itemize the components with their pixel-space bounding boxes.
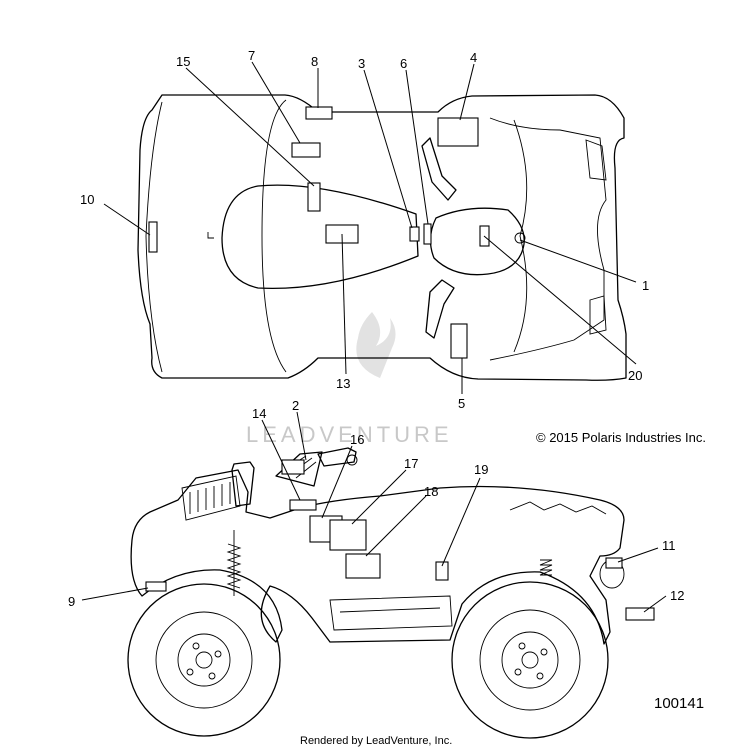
- decal-18: [345, 553, 381, 579]
- callouts-side: 2 14 16 17 18 19 9 11 12: [68, 398, 684, 609]
- decal-19: [435, 561, 449, 581]
- leader-lines-top: [103, 61, 637, 394]
- decal-9: [145, 581, 167, 592]
- decal-3: [409, 226, 420, 242]
- callouts-top: 15 7 8 3 6 4 10 1 13 5 20: [80, 48, 649, 411]
- callout-14: 14: [252, 406, 266, 421]
- callout-3: 3: [358, 56, 365, 71]
- rear-wheel: [451, 581, 609, 739]
- decal-5: [450, 323, 468, 359]
- decal-12: [625, 607, 655, 621]
- decal-7: [291, 142, 321, 158]
- decal-17: [329, 519, 367, 551]
- callout-19: 19: [474, 462, 488, 477]
- figure-number: 100141: [654, 695, 704, 712]
- decal-11: [605, 557, 623, 569]
- callout-1: 1: [642, 278, 649, 293]
- watermark: LEADVENTURE: [246, 312, 453, 447]
- front-wheel: [127, 583, 281, 737]
- callout-7: 7: [248, 48, 255, 63]
- leader-lines-side: [81, 411, 667, 613]
- top-view-atv: [137, 94, 627, 381]
- callout-8: 8: [311, 54, 318, 69]
- side-view-atv: [127, 447, 655, 739]
- callout-16: 16: [350, 432, 364, 447]
- callout-10: 10: [80, 192, 94, 207]
- callout-12: 12: [670, 588, 684, 603]
- decal-10: [148, 221, 158, 253]
- callout-5: 5: [458, 396, 465, 411]
- decal-4: [437, 117, 479, 147]
- decal-8: [305, 106, 333, 120]
- decal-6: [423, 223, 432, 245]
- callout-18: 18: [424, 484, 438, 499]
- callout-4: 4: [470, 50, 477, 65]
- callout-9: 9: [68, 594, 75, 609]
- decal-15: [307, 182, 321, 212]
- callout-2: 2: [292, 398, 299, 413]
- decal-2: [281, 459, 305, 475]
- decal-14: [289, 499, 317, 511]
- callout-17: 17: [404, 456, 418, 471]
- callout-6: 6: [400, 56, 407, 71]
- callout-20: 20: [628, 368, 642, 383]
- rendered-by-text: Rendered by LeadVenture, Inc.: [300, 735, 452, 747]
- watermark-text: LEADVENTURE: [246, 422, 453, 447]
- callout-11: 11: [662, 538, 676, 553]
- copyright-text: © 2015 Polaris Industries Inc.: [536, 430, 706, 445]
- callout-15: 15: [176, 54, 190, 69]
- callout-13: 13: [336, 376, 350, 391]
